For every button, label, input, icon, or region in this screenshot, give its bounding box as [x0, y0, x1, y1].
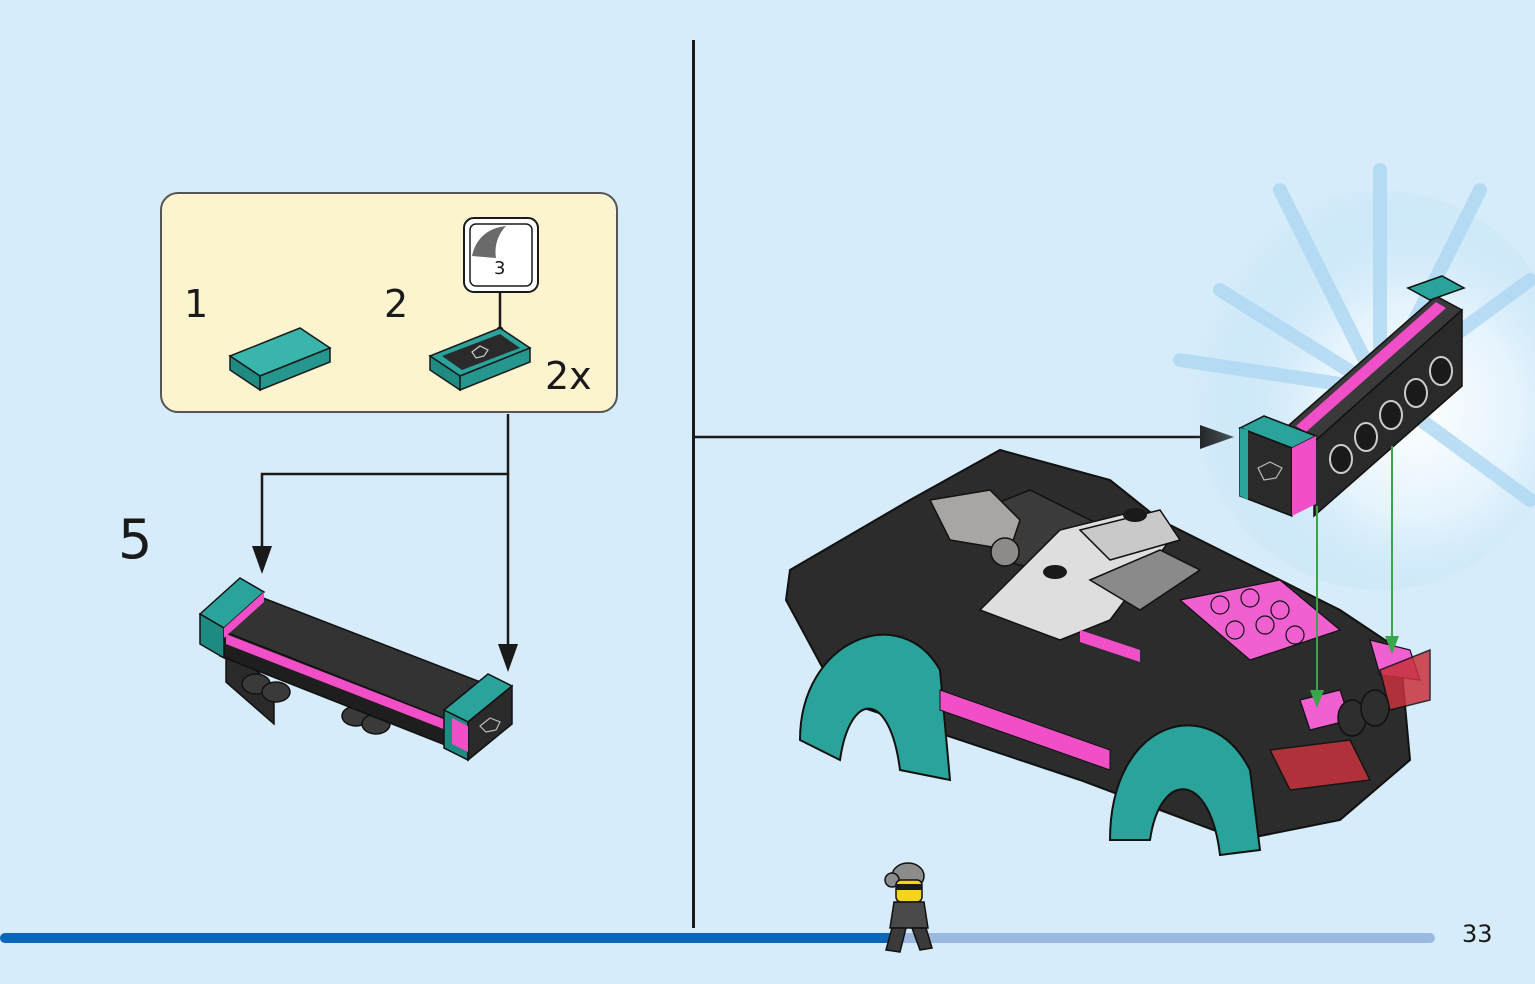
guide-lines	[1310, 446, 1399, 708]
sticker-icon	[463, 217, 539, 293]
teal-tile-icon	[228, 327, 332, 392]
quantity-label: 2x	[545, 354, 592, 398]
panel-divider	[692, 40, 695, 928]
spoiler-assembly	[198, 577, 514, 762]
car-assembly	[784, 448, 1431, 857]
printed-tile-icon	[428, 327, 532, 392]
parts-callout	[160, 192, 618, 413]
page-number: 33	[1462, 920, 1493, 948]
step-number: 5	[118, 508, 153, 571]
minifigure-progress-marker	[884, 862, 933, 953]
progress-bar	[0, 933, 1435, 943]
part-2-label: 2	[384, 282, 409, 326]
sticker-number: 3	[494, 258, 506, 279]
placement-arrows	[252, 414, 518, 672]
part-1-label: 1	[184, 282, 209, 326]
spoiler-part	[1238, 275, 1466, 518]
